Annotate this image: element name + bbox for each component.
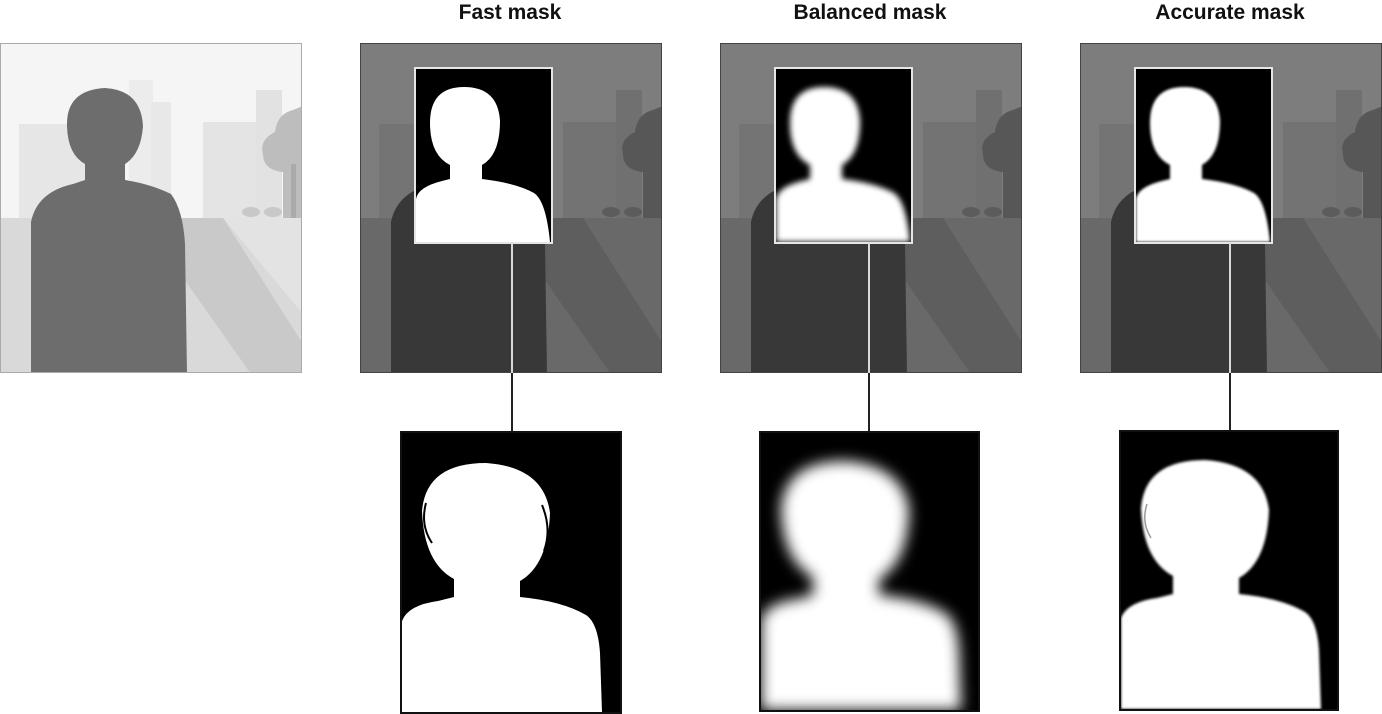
- person-mask-icon: [761, 433, 978, 710]
- accurate-connector-line: [1229, 242, 1231, 373]
- original-photo: [0, 43, 302, 373]
- accurate-mask-title: Accurate mask: [1155, 1, 1305, 24]
- person-silhouette-scene-icon: [1, 44, 301, 372]
- accurate-mask-inset: [1134, 67, 1273, 244]
- fast-connector-line: [511, 242, 513, 373]
- person-mask-icon: [402, 433, 620, 712]
- fast-mask-title: Fast mask: [458, 1, 562, 24]
- balanced-connector-line: [868, 242, 870, 373]
- person-mask-icon: [416, 87, 550, 242]
- accurate-connector-line-lower: [1229, 373, 1231, 431]
- person-mask-icon: [1136, 87, 1270, 242]
- balanced-dimmed-photo: [720, 43, 1022, 373]
- fast-connector-line-lower: [511, 373, 513, 432]
- fast-dimmed-photo: [360, 43, 662, 373]
- accurate-dimmed-photo: [1080, 43, 1382, 373]
- accurate-mask-zoom: [1119, 430, 1339, 711]
- person-mask-icon: [1121, 432, 1337, 709]
- balanced-connector-line-lower: [868, 373, 870, 432]
- fast-mask-zoom: [400, 431, 622, 714]
- person-mask-icon: [776, 87, 910, 242]
- balanced-mask-title: Balanced mask: [793, 1, 947, 24]
- fast-mask-inset: [414, 67, 553, 244]
- balanced-mask-zoom: [759, 431, 980, 712]
- balanced-mask-inset: [774, 67, 913, 244]
